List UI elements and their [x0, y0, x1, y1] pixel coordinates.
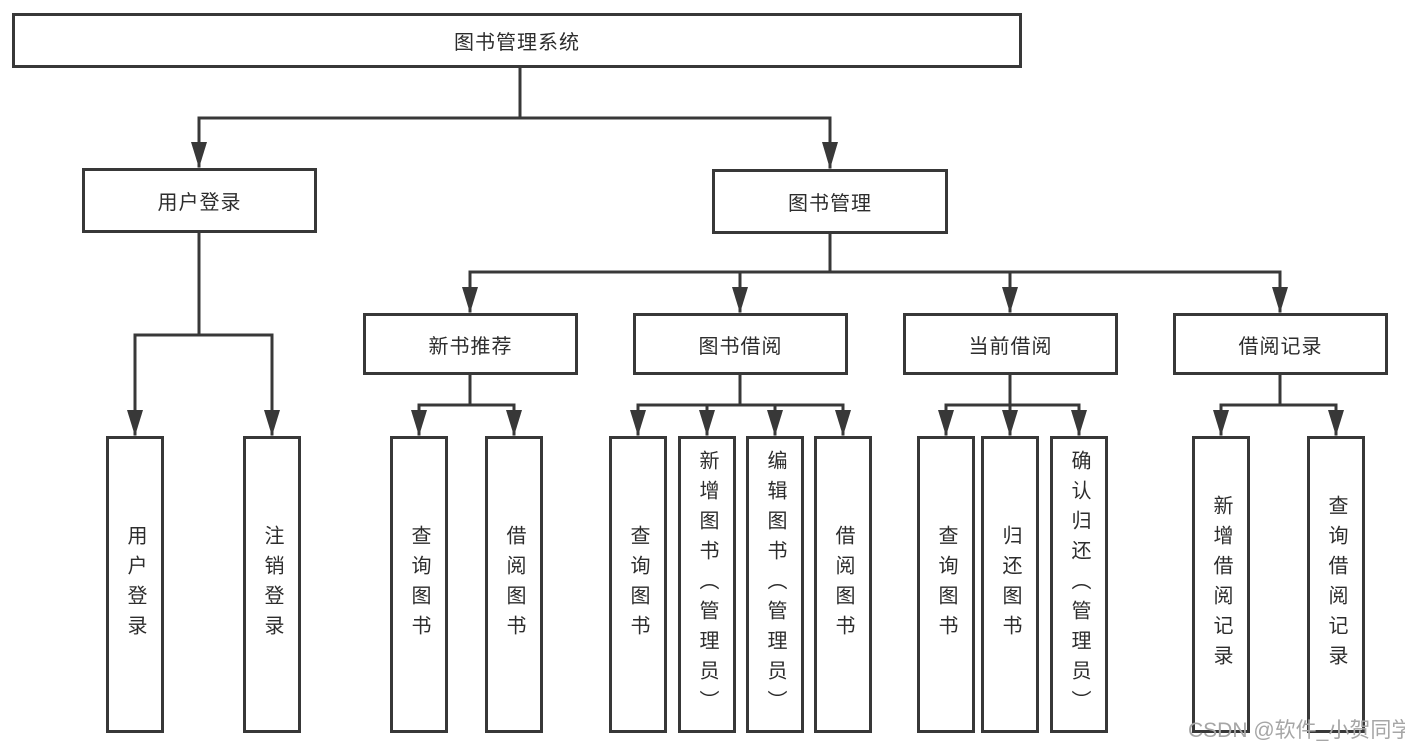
- edges-user-login-leaves: [127, 231, 280, 436]
- watermark: CSDN @软件_小贺同学: [1188, 719, 1405, 742]
- node-current-borrow: 当前借阅: [903, 313, 1118, 375]
- node-book-borrow: 图书借阅: [633, 313, 848, 375]
- node-user-login: 用户登录: [82, 168, 317, 233]
- leaf-label: 借阅图书: [832, 524, 854, 645]
- edges-book-borrow-leaves: [630, 373, 851, 436]
- leaf-label: 查询图书: [935, 524, 957, 645]
- edges-current-borrow-leaves: [938, 373, 1087, 436]
- leaf-cb-return-books: 归还图书: [981, 436, 1039, 733]
- leaf-label: 新增借阅记录: [1210, 494, 1232, 675]
- leaf-bb-borrow-books: 借阅图书: [814, 436, 872, 733]
- leaf-label: 借阅图书: [503, 524, 525, 645]
- leaf-label: 查询图书: [627, 524, 649, 645]
- leaf-label: 新增图书（管理员）: [696, 449, 718, 720]
- leaf-bb-add-books-admin: 新增图书（管理员）: [678, 436, 736, 733]
- leaf-label: 查询图书: [408, 524, 430, 645]
- leaf-logout-login: 注销登录: [243, 436, 301, 733]
- leaf-br-query-borrow-record: 查询借阅记录: [1307, 436, 1365, 733]
- leaf-label: 用户登录: [124, 524, 146, 645]
- edges-level2: [191, 116, 838, 169]
- leaf-label: 归还图书: [999, 524, 1021, 645]
- node-borrow-records: 借阅记录: [1173, 313, 1388, 375]
- node-new-book-recommend: 新书推荐: [363, 313, 578, 375]
- edges-new-book-leaves: [411, 373, 522, 436]
- leaf-label: 注销登录: [261, 524, 283, 645]
- leaf-label: 查询借阅记录: [1325, 494, 1347, 675]
- leaf-label: 编辑图书（管理员）: [764, 449, 786, 720]
- leaf-label: 确认归还（管理员）: [1068, 449, 1090, 720]
- leaf-user-login: 用户登录: [106, 436, 164, 733]
- node-root: 图书管理系统: [12, 13, 1022, 68]
- leaf-cb-confirm-return-admin: 确认归还（管理员）: [1050, 436, 1108, 733]
- leaf-nbr-borrow-books: 借阅图书: [485, 436, 543, 733]
- leaf-br-add-borrow-record: 新增借阅记录: [1192, 436, 1250, 733]
- edges-level3: [462, 232, 1288, 313]
- leaf-bb-edit-books-admin: 编辑图书（管理员）: [746, 436, 804, 733]
- leaf-cb-query-books: 查询图书: [917, 436, 975, 733]
- edges-borrow-records-leaves: [1213, 373, 1344, 436]
- leaf-bb-query-books: 查询图书: [609, 436, 667, 733]
- node-book-management: 图书管理: [712, 169, 948, 234]
- leaf-nbr-query-books: 查询图书: [390, 436, 448, 733]
